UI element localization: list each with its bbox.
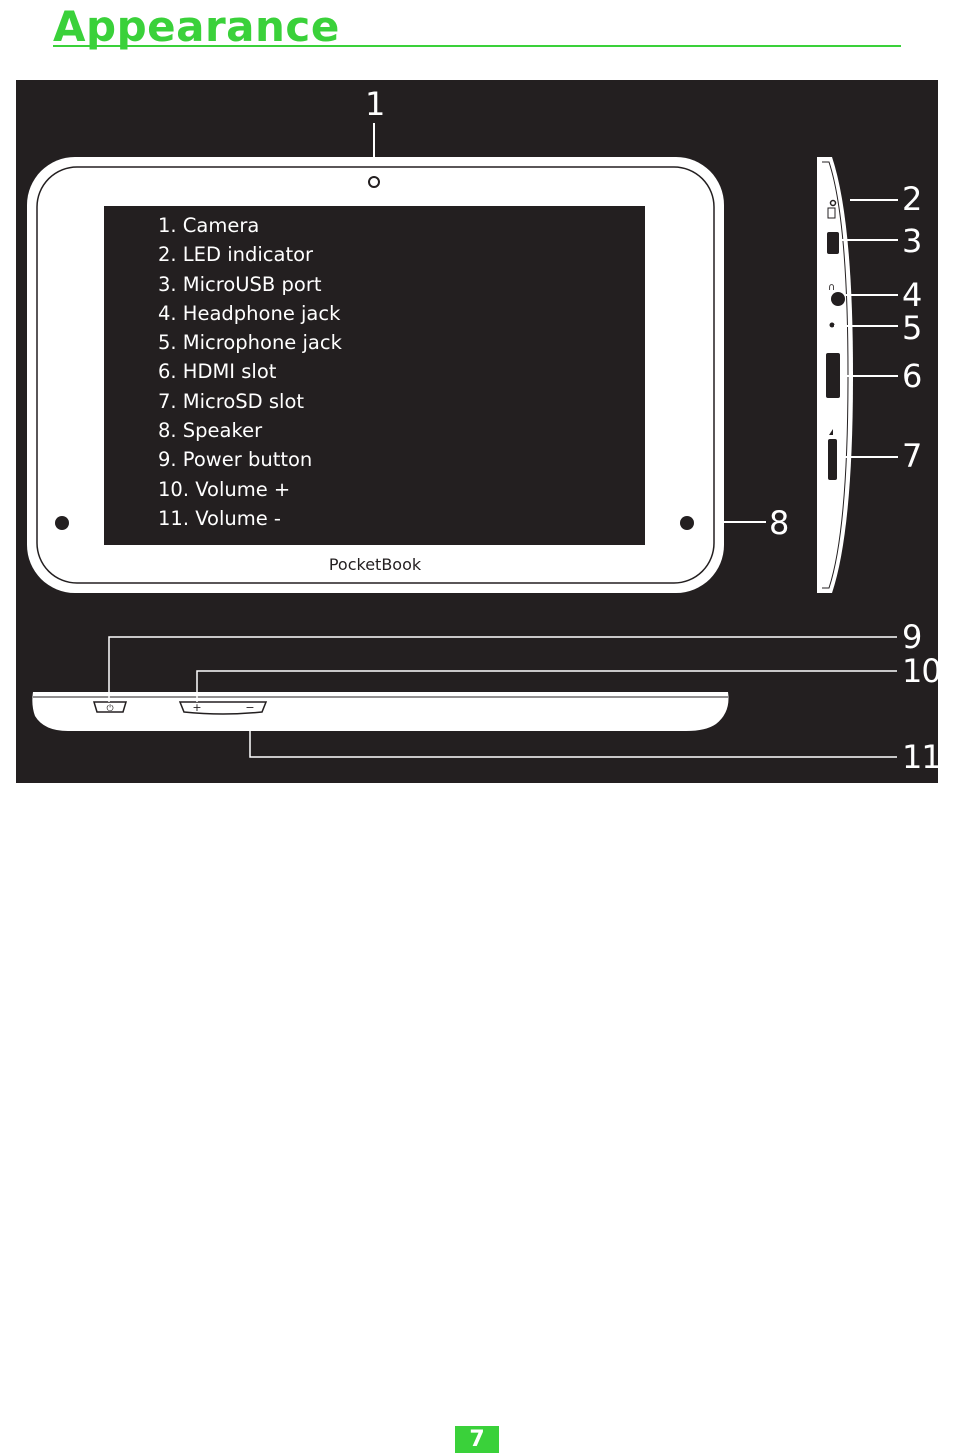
camera-icon [368, 176, 380, 188]
usb-symbol-icon [827, 207, 836, 219]
brand-logo: PocketBook [328, 555, 422, 574]
parts-legend: 1. Camera 2. LED indicator 3. MicroUSB p… [158, 211, 342, 533]
legend-item-speaker: 8. Speaker [158, 419, 263, 443]
speaker-right-icon [680, 516, 694, 530]
legend-item-camera: 1. Camera [158, 214, 260, 237]
callout-line-10 [196, 670, 897, 702]
callout-9: 9 [902, 618, 922, 656]
speaker-left-icon [55, 516, 69, 530]
volume-rocker-shape [178, 701, 268, 715]
legend-item-volume-plus: 10. Volume + [158, 477, 291, 501]
headphone-symbol-icon: ∩ [828, 282, 835, 293]
callout-11: 11 [902, 738, 942, 776]
hdmi-slot-icon [826, 353, 840, 398]
callout-8: 8 [769, 504, 789, 542]
heading-underline [53, 45, 901, 47]
callout-7: 7 [902, 437, 922, 475]
callout-4: 4 [902, 276, 922, 314]
volume-minus-icon: − [245, 701, 254, 714]
legend-item-led-indicator: 2. LED indicator [158, 243, 314, 267]
legend-item-microusb-port: 3. MicroUSB port [158, 272, 322, 296]
headphone-jack-icon [831, 292, 845, 306]
legend-item-power-button: 9. Power button [158, 448, 313, 472]
power-button-shape [92, 701, 128, 713]
tablet-front-inner-bezel [36, 166, 715, 584]
callout-5: 5 [902, 309, 922, 347]
microsd-symbol-icon [829, 429, 833, 435]
callout-1: 1 [365, 85, 385, 123]
callout-10: 10 [902, 652, 942, 690]
callout-2: 2 [902, 180, 922, 218]
microsd-slot-icon [828, 439, 837, 480]
legend-item-microphone-jack: 5. Microphone jack [158, 331, 342, 355]
device-illustration: ∩ ⏻ + − [27, 123, 898, 758]
microphone-jack-icon [829, 322, 835, 328]
callout-3: 3 [902, 222, 922, 260]
tablet-screen [104, 206, 645, 545]
legend-item-hdmi-slot: 6. HDMI slot [158, 360, 277, 384]
volume-plus-icon: + [192, 701, 201, 714]
section-heading: Appearance [53, 2, 340, 51]
microusb-port-icon [827, 232, 839, 254]
callout-line-9 [108, 636, 897, 702]
legend-item-microsd-slot: 7. MicroSD slot [158, 389, 305, 413]
callout-6: 6 [902, 357, 922, 395]
legend-item-headphone-jack: 4. Headphone jack [158, 301, 341, 325]
device-diagram: ∩ ⏻ + − PocketBook 1. Camera 2. LED indi… [16, 80, 942, 783]
page-number: 7 [455, 1426, 499, 1453]
tablet-bottom-profile [32, 692, 729, 731]
power-icon: ⏻ [106, 703, 113, 714]
callout-line-11 [249, 730, 897, 758]
legend-item-volume-minus: 11. Volume - [158, 506, 281, 530]
led-indicator-icon [829, 199, 837, 207]
